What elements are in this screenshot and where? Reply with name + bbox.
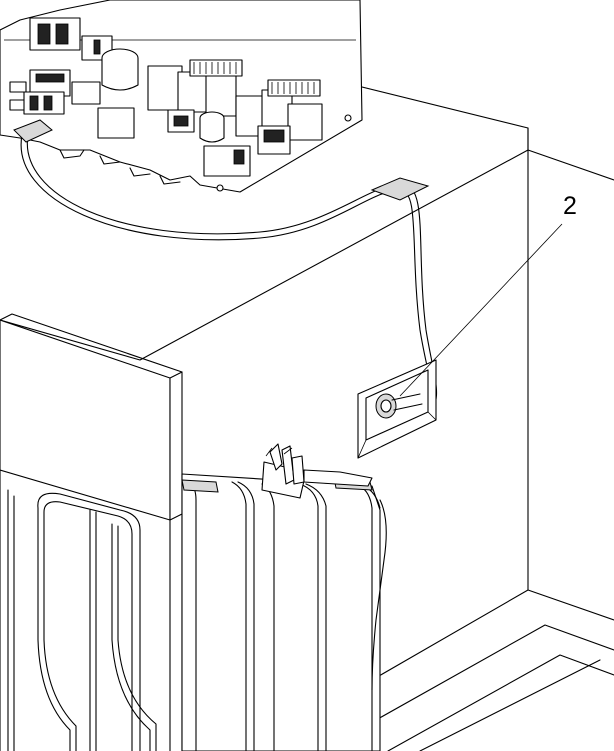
panel-side-edge: [169, 371, 183, 521]
relay-3: [205, 75, 237, 117]
rib-2: [231, 481, 247, 751]
relay-6: [287, 103, 323, 141]
clip-prong-3: [291, 455, 305, 485]
panel-slat-1: [7, 489, 15, 751]
floor-line-2: [387, 654, 614, 751]
smd-chip-1: [9, 81, 27, 93]
control-board: [0, 0, 363, 193]
connector-block-3: [71, 81, 101, 105]
square-ic: [97, 107, 135, 139]
panel-slat-2: [37, 492, 141, 751]
callout-2-leader: [399, 223, 563, 397]
mount-hole-1: [216, 184, 224, 192]
panel-top-edge: [0, 313, 183, 373]
capacitor-body: [101, 58, 139, 91]
mount-hole-2: [344, 114, 352, 122]
panel-curve-1: [37, 507, 71, 751]
connector-socket-2: [35, 73, 65, 83]
sensor-lead: [391, 393, 423, 411]
panel-curve-3: [111, 523, 151, 751]
sensor-bracket-bevel: [357, 411, 437, 459]
element-block-body: [181, 473, 381, 751]
callout-2-group: 2: [399, 192, 577, 397]
cabinet-right-edge: [527, 149, 614, 181]
cabinet-body: [0, 67, 614, 751]
sensor-cable: [13, 119, 438, 415]
pcb-edge-notches: [59, 149, 181, 185]
panel-slat-4: [89, 509, 97, 751]
connector-socket-5: [263, 129, 285, 143]
floor-line-3: [419, 659, 601, 751]
sensor-probe-tip: [380, 399, 392, 413]
terminal-strip-1: [189, 59, 243, 77]
sensor-assembly: [357, 359, 437, 459]
header-pin-1: [29, 95, 39, 111]
relay-contact-1: [93, 39, 101, 55]
clip-arm: [303, 469, 373, 487]
panel-upper-face: [0, 319, 171, 521]
element-block: [181, 473, 387, 751]
panel-curve-4: [117, 525, 157, 751]
cabinet-base-edge: [371, 589, 614, 681]
transformer-tab: [233, 149, 245, 165]
connector-socket-4: [173, 115, 189, 127]
terminal-strip-2-pins: [271, 82, 315, 94]
connector-pin-1: [37, 23, 51, 45]
rib-3: [237, 481, 255, 751]
connector-block-1: [29, 17, 81, 51]
callout-2-label: 2: [563, 192, 577, 220]
thermostat-clip: [261, 443, 373, 499]
header-pin-2: [43, 95, 53, 111]
clip-detail: [265, 447, 293, 457]
element-lead-wire: [371, 499, 387, 691]
terminal-strip-2: [267, 79, 321, 97]
relay-5: [261, 89, 293, 131]
front-panel: [0, 313, 183, 751]
panel-slat-3: [43, 501, 133, 751]
relay-2: [177, 71, 209, 113]
clip-prong-1: [269, 443, 283, 471]
cable-anchor: [13, 119, 53, 143]
terminal-strip-1-pins: [193, 62, 237, 74]
panel-curve-2: [43, 511, 77, 751]
floor-line-1: [375, 624, 614, 721]
connector-pin-2: [55, 23, 69, 45]
capacitor-2-body: [199, 118, 225, 143]
rib-6: [305, 483, 327, 751]
cable-outer: [20, 134, 432, 409]
relay-1: [147, 65, 183, 111]
top-tab-left: [181, 479, 219, 493]
cable-clip: [370, 177, 430, 201]
